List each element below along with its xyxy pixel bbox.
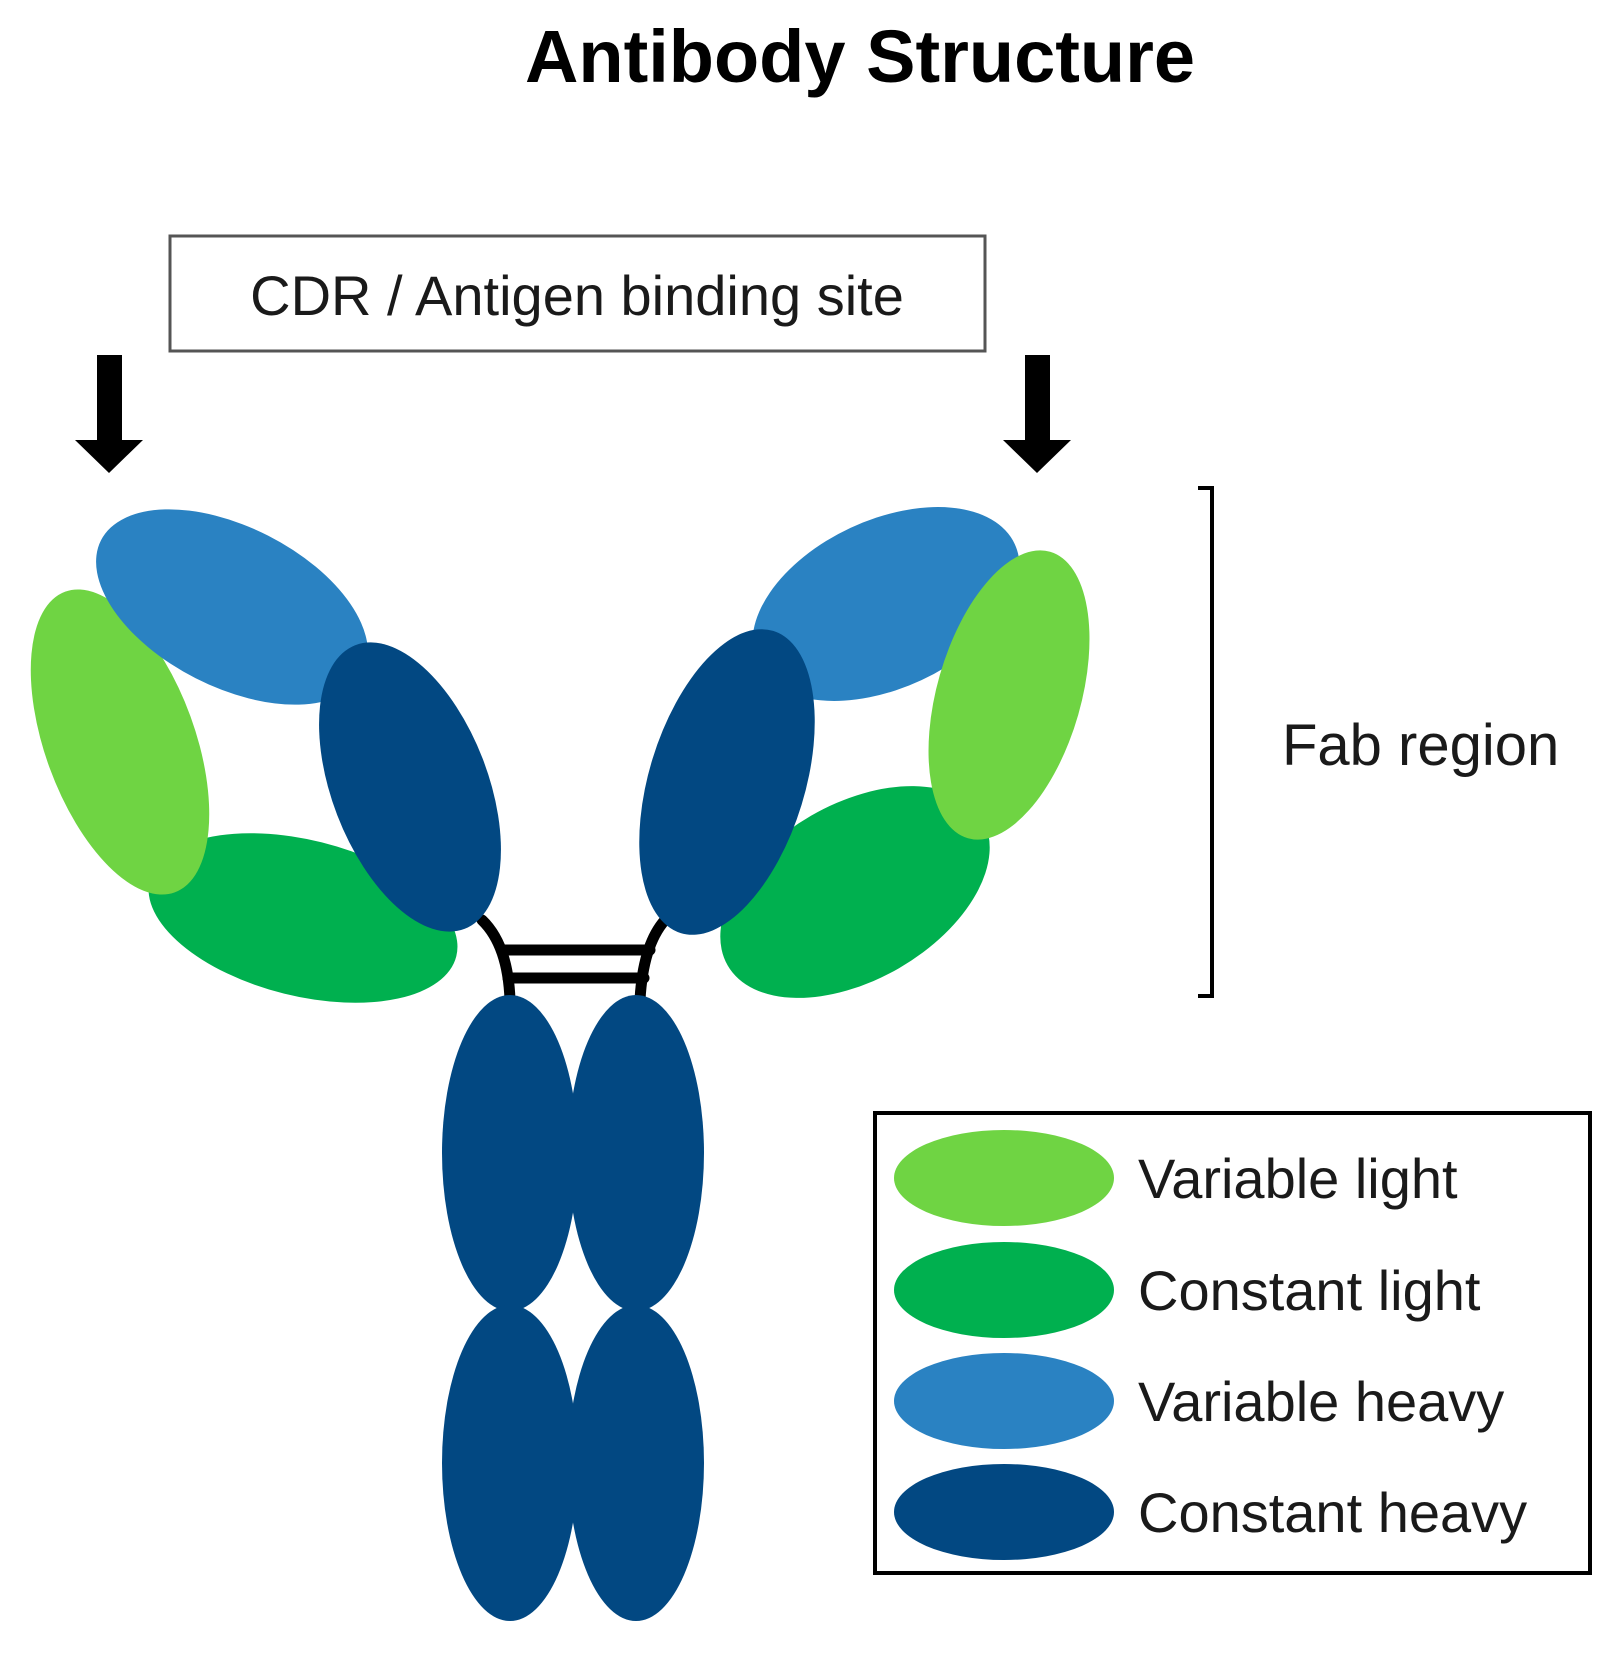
right-fab-arm (639, 507, 1090, 998)
cdr-label-frame (168, 234, 987, 353)
right-variable-light-domain (928, 550, 1090, 840)
hinge-linkers (476, 914, 671, 1006)
legend-item-constant-light: Constant light (894, 1242, 1481, 1338)
legend-label-variable-light: Variable light (1138, 1147, 1458, 1210)
left-fab-arm (30, 509, 501, 1003)
fab-region-label: Fab region (1282, 713, 1559, 778)
cdr-label-box: CDR / Antigen binding site (168, 234, 987, 353)
legend-swatch-variable-light (894, 1130, 1114, 1226)
fc-stem (442, 995, 704, 1621)
legend-swatch-constant-heavy (894, 1464, 1114, 1560)
fc-upper-left-domain (442, 995, 578, 1311)
legend-label-variable-heavy: Variable heavy (1138, 1370, 1504, 1433)
fab-region-bracket (1198, 486, 1214, 998)
hinge-left-curve (476, 914, 516, 1006)
legend-swatch-variable-heavy (894, 1353, 1114, 1449)
right-arrow-shape (1003, 355, 1071, 473)
fc-upper-right-domain (568, 995, 704, 1311)
legend: Variable light Constant light Variable h… (873, 1111, 1592, 1575)
diagram-title: Antibody Structure (525, 15, 1195, 98)
right-constant-heavy-domain (639, 629, 815, 935)
fab-bracket-line (1198, 486, 1214, 998)
legend-item-variable-heavy: Variable heavy (894, 1353, 1504, 1449)
right-down-arrow-icon (1003, 355, 1071, 473)
fc-lower-left-domain (442, 1305, 578, 1621)
left-variable-heavy-domain (96, 509, 368, 705)
legend-swatch-constant-light (894, 1242, 1114, 1338)
cdr-label-text: CDR / Antigen binding site (250, 264, 904, 327)
left-variable-light-domain (30, 589, 210, 895)
legend-label-constant-heavy: Constant heavy (1138, 1481, 1527, 1544)
legend-item-variable-light: Variable light (894, 1130, 1458, 1226)
fc-lower-right-domain (568, 1305, 704, 1621)
legend-item-constant-heavy: Constant heavy (894, 1464, 1527, 1560)
hinge-right-curve (634, 914, 671, 1006)
left-constant-heavy-domain (319, 642, 501, 932)
left-arrow-shape (75, 355, 143, 473)
legend-label-constant-light: Constant light (1138, 1259, 1481, 1322)
left-down-arrow-icon (75, 355, 143, 473)
